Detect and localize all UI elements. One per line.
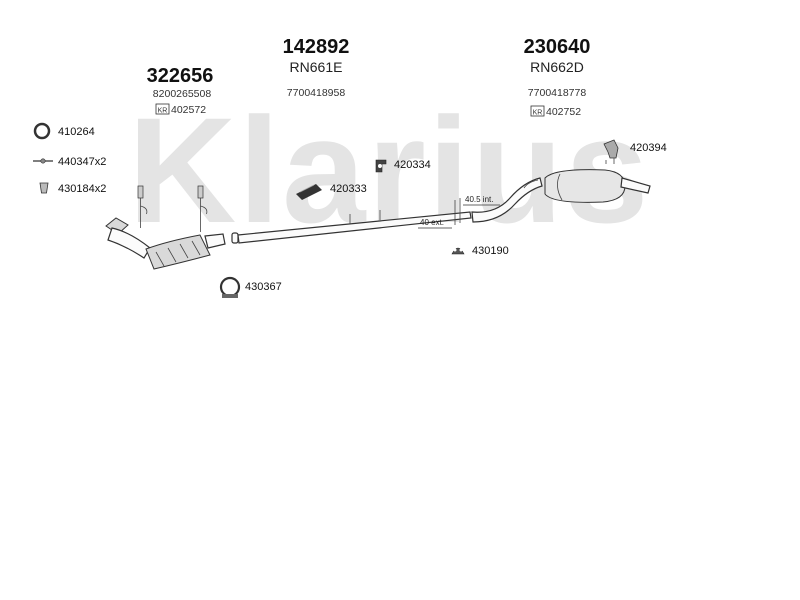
ref-code: RN661E [290,59,343,75]
center-pipe [231,210,472,244]
accessory-label: 430184x2 [58,183,106,195]
kit-number: 402752 [546,106,581,118]
accessory-label: 420333 [330,183,367,195]
accessory-label: 420334 [394,159,431,171]
spring-icon [39,182,49,194]
oem-number: 7700418778 [528,87,587,99]
clamp-icon [219,276,241,298]
lambda-sensor-icon [197,185,208,232]
internal-diameter: 40.5 int. [465,195,493,204]
oem-number: 7700418958 [287,87,346,99]
accessory-rubber-hanger: 430190 [451,245,509,257]
accessory-spring: 430184x2 [39,182,106,195]
section-front-pipe: 322656 8200265508 KR 402572 [147,65,214,116]
part-number: 142892 [283,36,350,58]
oem-number: 8200265508 [153,88,212,100]
accessory-label: 430190 [472,245,509,257]
front-pipe-catalyst [105,185,226,270]
section-rear-silencer: 230640 RN662D 7700418778 KR 402752 [524,36,591,118]
kit-badge: KR 402572 [155,103,206,116]
rubber-mount-icon [375,159,387,173]
accessory-label: 410264 [58,126,95,138]
part-number: 230640 [524,36,591,58]
kit-badge: KR 402752 [530,105,581,118]
part-number: 322656 [147,65,214,87]
accessory-ring-gasket: 410264 [33,122,95,140]
heat-shield-icon [296,184,322,200]
accessory-hanger-bracket: 420394 [603,139,667,164]
bolt-icon [33,158,53,164]
accessory-rubber-mount: 420334 [375,159,431,173]
accessory-heat-shield: 420333 [296,183,367,200]
kit-icon: KR [533,110,543,117]
external-diameter: 40 ext. [420,218,444,227]
rubber-hanger-icon [451,247,465,255]
rear-silencer [471,169,651,223]
accessory-label: 440347x2 [58,156,106,168]
pipe-dimension-callout: 40.5 int. 40 ext. [418,195,500,229]
ring-gasket-icon [33,122,51,140]
kit-icon: KR [158,108,168,115]
accessory-bolt: 440347x2 [33,156,106,168]
accessory-label: 430367 [245,281,282,293]
hanger-bracket-icon [603,139,619,164]
section-center-pipe: 142892 RN661E 7700418958 [283,36,350,99]
kit-number: 402572 [171,104,206,116]
accessory-label: 420394 [630,142,667,154]
ref-code: RN662D [530,59,584,75]
lambda-sensor-icon [137,185,148,228]
accessory-clamp: 430367 [219,276,282,298]
